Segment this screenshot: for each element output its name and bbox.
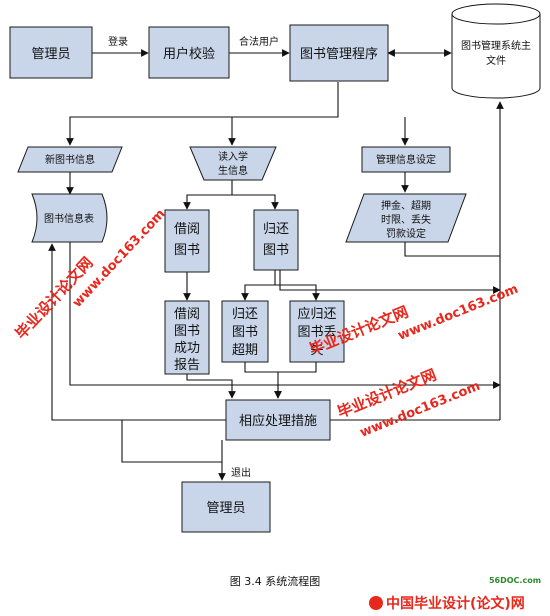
borrow-ok-label-1: 借阅 bbox=[174, 307, 200, 322]
node-admin-bottom: 管理员 bbox=[181, 481, 271, 533]
admin-top-label: 管理员 bbox=[31, 47, 70, 62]
node-book-info-table: 图书信息表 bbox=[31, 193, 108, 243]
watermark-url-3: www.doc163.com bbox=[396, 282, 521, 344]
node-book-program: 图书管理程序 bbox=[289, 24, 389, 82]
mgmt-info-label: 管理信息设定 bbox=[376, 153, 436, 166]
footer-logo-text: 中国毕业设计(论文)网 bbox=[386, 595, 525, 612]
admin-bottom-label: 管理员 bbox=[206, 501, 245, 516]
node-borrow-success: 借阅 图书 成功 报告 bbox=[164, 300, 210, 375]
edge-handling-to-table bbox=[48, 243, 122, 421]
edge-return-to-right-bus bbox=[279, 270, 501, 294]
return-lost-label-3: 失 bbox=[310, 343, 323, 358]
node-return-overdue: 归还 图书 超期 bbox=[221, 300, 269, 363]
borrow-ok-label-3: 成功 bbox=[174, 341, 200, 356]
node-admin-top: 管理员 bbox=[9, 26, 93, 79]
edge-deposit-to-bus bbox=[404, 242, 500, 257]
user-check-label: 用户校验 bbox=[163, 46, 215, 62]
footer-logo: 56DOC.com 中国毕业设计(论文)网 bbox=[369, 576, 541, 612]
node-return-lost: 应归还 图书丢 失 bbox=[289, 300, 345, 363]
return-overdue-label-3: 超期 bbox=[232, 343, 258, 358]
borrow-label-2: 图书 bbox=[174, 243, 200, 258]
return-overdue-label-1: 归还 bbox=[232, 307, 258, 322]
node-return-book: 归还 图书 bbox=[253, 209, 299, 271]
deposit-label-1: 押金、超期 bbox=[381, 199, 431, 212]
borrow-ok-label-4: 报告 bbox=[174, 358, 200, 373]
main-file-label-1: 图书管理系统主 bbox=[461, 39, 531, 52]
edge-label-valid-user: 合法用户 bbox=[239, 35, 279, 48]
edge-label-login: 登录 bbox=[108, 35, 128, 48]
borrow-ok-label-2: 图书 bbox=[174, 324, 200, 339]
node-handling: 相应处理措施 bbox=[225, 399, 331, 441]
read-student-label-2: 生信息 bbox=[218, 164, 248, 177]
return-label-2: 图书 bbox=[263, 243, 289, 258]
edge-exit-path bbox=[121, 420, 222, 463]
edge-overdue-to-handling bbox=[244, 362, 282, 399]
node-borrow-book: 借阅 图书 bbox=[164, 209, 210, 273]
return-lost-label-1: 应归还 bbox=[297, 306, 336, 322]
node-deposit: 押金、超期 时限、丢失 罚款设定 bbox=[345, 193, 467, 243]
node-new-book-info: 新图书信息 bbox=[17, 146, 123, 173]
deposit-label-3: 罚款设定 bbox=[386, 227, 426, 240]
node-read-student: 读入学 生信息 bbox=[189, 146, 277, 181]
edge-lost-to-handling bbox=[278, 362, 317, 373]
edge-read-to-borrow bbox=[183, 180, 233, 210]
deposit-label-2: 时限、丢失 bbox=[381, 213, 431, 226]
return-lost-label-2: 图书丢 bbox=[297, 325, 336, 340]
node-main-file: 图书管理系统主 文件 bbox=[451, 3, 541, 99]
book-info-table-label: 图书信息表 bbox=[44, 212, 94, 225]
return-label-1: 归还 bbox=[263, 222, 289, 237]
borrow-label-1: 借阅 bbox=[174, 222, 200, 237]
return-overdue-label-2: 图书 bbox=[232, 325, 258, 340]
main-file-label-2: 文件 bbox=[486, 54, 506, 67]
node-user-check: 用户校验 bbox=[148, 26, 230, 79]
footer-logo-icon bbox=[369, 596, 383, 610]
footer-url: 56DOC.com bbox=[489, 576, 541, 585]
edge-label-exit: 退出 bbox=[231, 466, 251, 479]
edge-return-to-lost bbox=[275, 284, 320, 301]
read-student-label-1: 读入学 bbox=[218, 150, 248, 163]
handling-label: 相应处理措施 bbox=[239, 413, 317, 429]
edge-return-to-overdue bbox=[241, 270, 276, 301]
node-mgmt-info: 管理信息设定 bbox=[361, 146, 451, 173]
figure-caption: 图 3.4 系统流程图 bbox=[230, 574, 321, 588]
book-program-label: 图书管理程序 bbox=[300, 47, 378, 62]
edge-read-to-return bbox=[232, 194, 279, 210]
edges bbox=[48, 49, 504, 481]
edge-program-to-newbook bbox=[66, 82, 339, 146]
edge-success-to-handling bbox=[186, 374, 236, 399]
new-book-info-label: 新图书信息 bbox=[45, 153, 95, 166]
